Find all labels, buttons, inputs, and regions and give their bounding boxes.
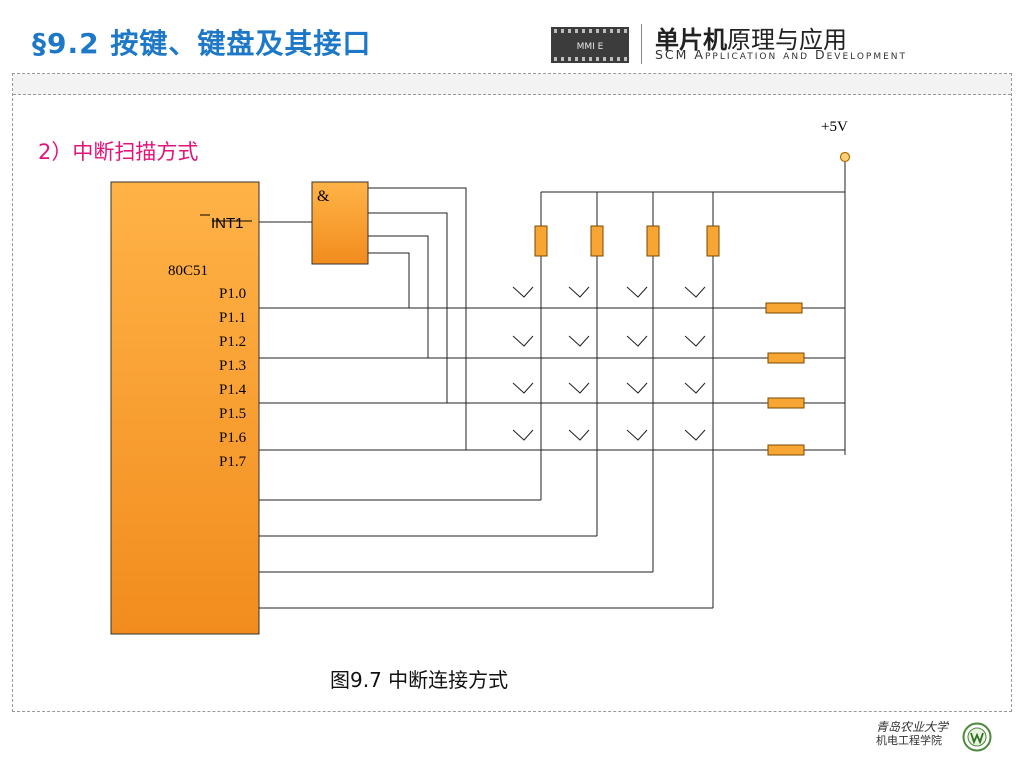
vcc-terminal xyxy=(839,151,851,163)
row-resistors xyxy=(765,302,805,456)
key-switch xyxy=(626,335,648,347)
and-gate xyxy=(311,181,369,265)
column-resistor xyxy=(706,225,720,257)
key-switch xyxy=(684,286,706,298)
pin-label-p1-2: P1.2 xyxy=(219,334,246,350)
key-switch xyxy=(568,382,590,394)
college-name: 机电工程学院 xyxy=(876,734,942,747)
university-name: 青岛农业大学 xyxy=(876,720,949,734)
row-resistor xyxy=(767,352,805,364)
key-switch xyxy=(626,286,648,298)
slide-title: §9.2 按键、键盘及其接口 xyxy=(32,27,372,60)
pin-label-p1-5: P1.5 xyxy=(219,406,246,422)
pin-label-p1-3: P1.3 xyxy=(219,358,246,374)
column-resistors xyxy=(534,225,720,257)
key-switch xyxy=(626,382,648,394)
key-switch xyxy=(512,429,534,441)
column-resistor xyxy=(534,225,548,257)
key-switch xyxy=(684,382,706,394)
brand-title-bold: 单片机 xyxy=(655,25,727,54)
row-resistor xyxy=(767,444,805,456)
content-frame-band xyxy=(13,74,1011,95)
key-switch xyxy=(512,286,534,298)
vcc-label: +5V xyxy=(821,119,848,135)
university-logo: 青岛农业大学 机电工程学院 xyxy=(876,720,948,748)
key-switch xyxy=(568,335,590,347)
header-separator xyxy=(641,24,642,64)
chip-logo-text: MMI E xyxy=(577,42,604,52)
mcu-chip-name: 80C51 xyxy=(168,263,208,279)
chip-logo-icon: MMI E xyxy=(551,27,629,63)
brand-title-rest: 原理与应用 xyxy=(727,26,847,54)
row-resistor xyxy=(765,302,803,314)
key-switches xyxy=(512,286,706,441)
pin-label-p1-6: P1.6 xyxy=(219,430,247,446)
key-switch xyxy=(684,429,706,441)
key-switch xyxy=(684,335,706,347)
key-switch xyxy=(568,429,590,441)
key-switch xyxy=(512,335,534,347)
content-frame xyxy=(12,73,1012,712)
and-gate-symbol: & xyxy=(317,188,330,205)
int1-label: INT1 xyxy=(211,215,244,232)
port-pin-labels: P1.0 P1.1 P1.2 P1.3 P1.4 P1.5 P1.6 P1.7 xyxy=(219,286,247,470)
pin-label-p1-1: P1.1 xyxy=(219,310,246,326)
row-resistor xyxy=(767,397,805,409)
column-resistor xyxy=(646,225,660,257)
pin-label-p1-4: P1.4 xyxy=(219,382,247,398)
pin-label-p1-0: P1.0 xyxy=(219,286,246,302)
mcu-chip xyxy=(110,181,260,635)
key-switch xyxy=(512,382,534,394)
brand-subtitle: SCM Application and Development xyxy=(655,47,908,62)
university-emblem-icon xyxy=(962,722,992,752)
brand-title: 单片机原理与应用 xyxy=(655,20,847,55)
pin-label-p1-7: P1.7 xyxy=(219,454,247,470)
section-subtitle: 2）中断扫描方式 xyxy=(38,140,199,164)
figure-caption: 图9.7 中断连接方式 xyxy=(330,668,509,692)
column-resistor xyxy=(590,225,604,257)
key-switch xyxy=(568,286,590,298)
key-switch xyxy=(626,429,648,441)
